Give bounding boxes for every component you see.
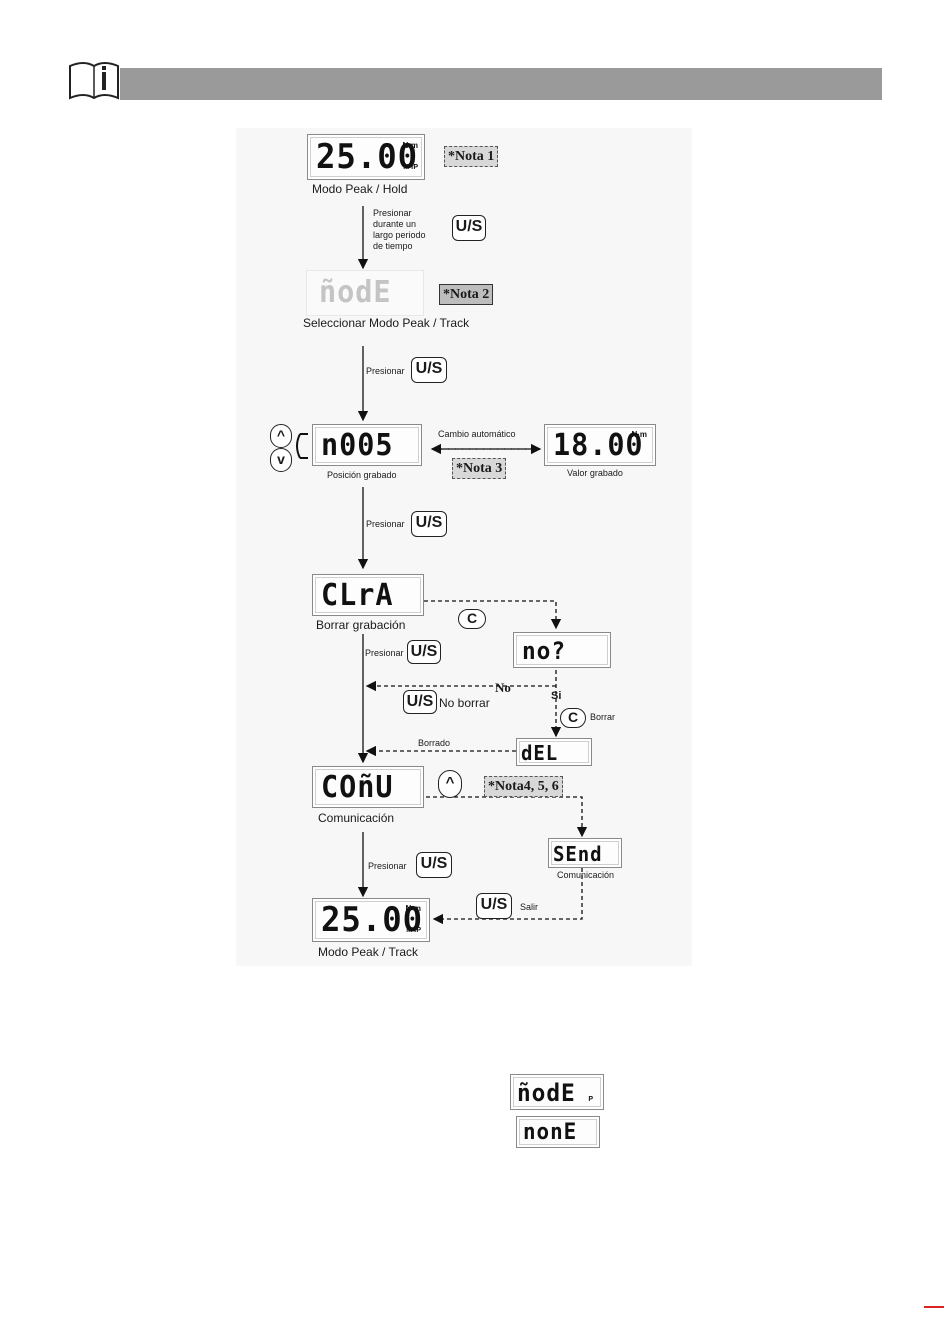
us-button[interactable]: U/S	[403, 690, 437, 714]
us-button[interactable]: U/S	[416, 852, 452, 878]
up-button[interactable]: ^	[438, 770, 462, 798]
diagram-panel	[236, 128, 692, 966]
us-button[interactable]: U/S	[452, 215, 486, 241]
label-peak-track: Modo Peak / Track	[318, 945, 419, 959]
lcd-value: CLrA	[321, 578, 394, 613]
deleted-text: Borrado	[418, 738, 451, 748]
lcd-send: SEnd	[548, 838, 622, 868]
label-comm: Comunicación	[318, 811, 395, 825]
lcd-recorded: 18.00 N·m	[544, 424, 656, 466]
note-2: *Nota 2	[439, 284, 494, 305]
lcd-value: 25.00	[316, 137, 418, 177]
exit-text: Salir	[520, 902, 539, 912]
header-bar	[120, 68, 882, 100]
lcd-lower-mode: ñodE P	[510, 1074, 604, 1110]
note-4-5-6: *Nota4, 5, 6	[484, 776, 563, 797]
lcd-value: ñodE	[517, 1079, 576, 1107]
lcd-mode: P	[588, 1096, 593, 1103]
lcd-value: COñU	[321, 770, 394, 805]
lcd-value: dEL	[521, 741, 559, 765]
lcd-peak-hold: 25.00 N·m M fP	[307, 134, 425, 180]
note-3: *Nota 3	[452, 458, 507, 479]
lcd-unit: N·m	[631, 430, 647, 439]
lcd-mode: M fP	[406, 927, 421, 934]
us-button[interactable]: U/S	[476, 893, 512, 919]
lcd-value: n005	[321, 428, 394, 463]
down-button[interactable]: v	[270, 448, 292, 472]
press-text-4: Presionar	[368, 861, 407, 871]
lcd-position: n005	[312, 424, 422, 466]
us-button[interactable]: U/S	[407, 640, 441, 664]
lcd-mode-select: ñodE	[306, 270, 424, 316]
label-position: Posición grabado	[327, 470, 397, 480]
label-recorded: Valor grabado	[567, 468, 623, 478]
label-peak-hold: Modo Peak / Hold	[312, 182, 408, 196]
lcd-clear: CLrA	[312, 574, 424, 616]
label-send: Comunicación	[557, 870, 615, 880]
no-label: No	[495, 680, 511, 695]
lcd-value: SEnd	[553, 842, 603, 866]
label-select-mode: Seleccionar Modo Peak / Track	[303, 316, 470, 330]
c-button[interactable]: C	[560, 708, 586, 728]
label-clear: Borrar grabación	[316, 618, 406, 632]
lcd-unit: N·m	[405, 904, 421, 913]
no-delete-text: No borrar	[439, 696, 490, 710]
lcd-value: ñodE	[319, 275, 392, 310]
lcd-value: nonE	[523, 1120, 578, 1145]
lcd-mode: M fP	[403, 164, 418, 171]
lcd-value: 18.00	[553, 428, 644, 463]
press-text-1: Presionar	[366, 366, 405, 376]
lcd-unit: N·m	[402, 141, 418, 150]
auto-change-text: Cambio automático	[438, 429, 516, 439]
lcd-confirm: no?	[513, 632, 611, 668]
delete-text: Borrar	[590, 712, 616, 722]
us-button[interactable]: U/S	[411, 511, 447, 537]
note-1: *Nota 1	[444, 146, 499, 167]
info-book-icon	[66, 58, 122, 102]
long-press-text: Presionar durante un largo periodo de ti…	[373, 208, 426, 251]
lcd-value: no?	[522, 637, 567, 665]
press-text-2: Presionar	[366, 519, 405, 529]
c-button[interactable]: C	[458, 609, 486, 629]
lcd-deleted: dEL	[516, 738, 592, 766]
lcd-lower-none: nonE	[516, 1116, 600, 1148]
us-button[interactable]: U/S	[411, 357, 447, 383]
lcd-peak-track: 25.00 N·m M fP	[312, 898, 430, 942]
up-button[interactable]: ^	[270, 424, 292, 448]
lcd-comm: COñU	[312, 766, 424, 808]
page-edge-mark	[924, 1306, 944, 1308]
press-text-3: Presionar	[365, 648, 404, 658]
si-label: Si	[551, 690, 562, 702]
lcd-value: 25.00	[321, 900, 423, 940]
